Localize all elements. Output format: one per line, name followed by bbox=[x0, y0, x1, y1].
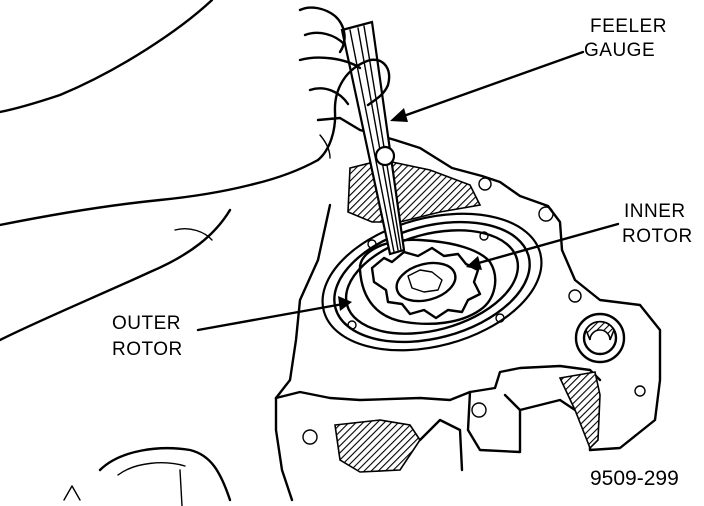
inner-rotor-label-line1: INNER bbox=[624, 201, 686, 222]
feeler-gauge bbox=[340, 20, 406, 256]
figure-number: 9509-299 bbox=[590, 467, 679, 490]
corner-mark bbox=[63, 485, 81, 501]
inner-rotor-label-line2: ROTOR bbox=[622, 226, 693, 247]
feeler-gauge-label-line2: GAUGE bbox=[584, 40, 655, 61]
hand bbox=[0, 0, 391, 342]
feeler-gauge-label-line1: FEELER bbox=[590, 16, 667, 37]
outer-rotor-label-line2: ROTOR bbox=[112, 339, 183, 360]
inner-rotor bbox=[370, 246, 482, 320]
pump-body bbox=[321, 212, 543, 352]
outer-rotor-label-line1: OUTER bbox=[112, 313, 181, 334]
leader-arrows bbox=[196, 50, 620, 332]
outer-rotor bbox=[358, 238, 497, 325]
